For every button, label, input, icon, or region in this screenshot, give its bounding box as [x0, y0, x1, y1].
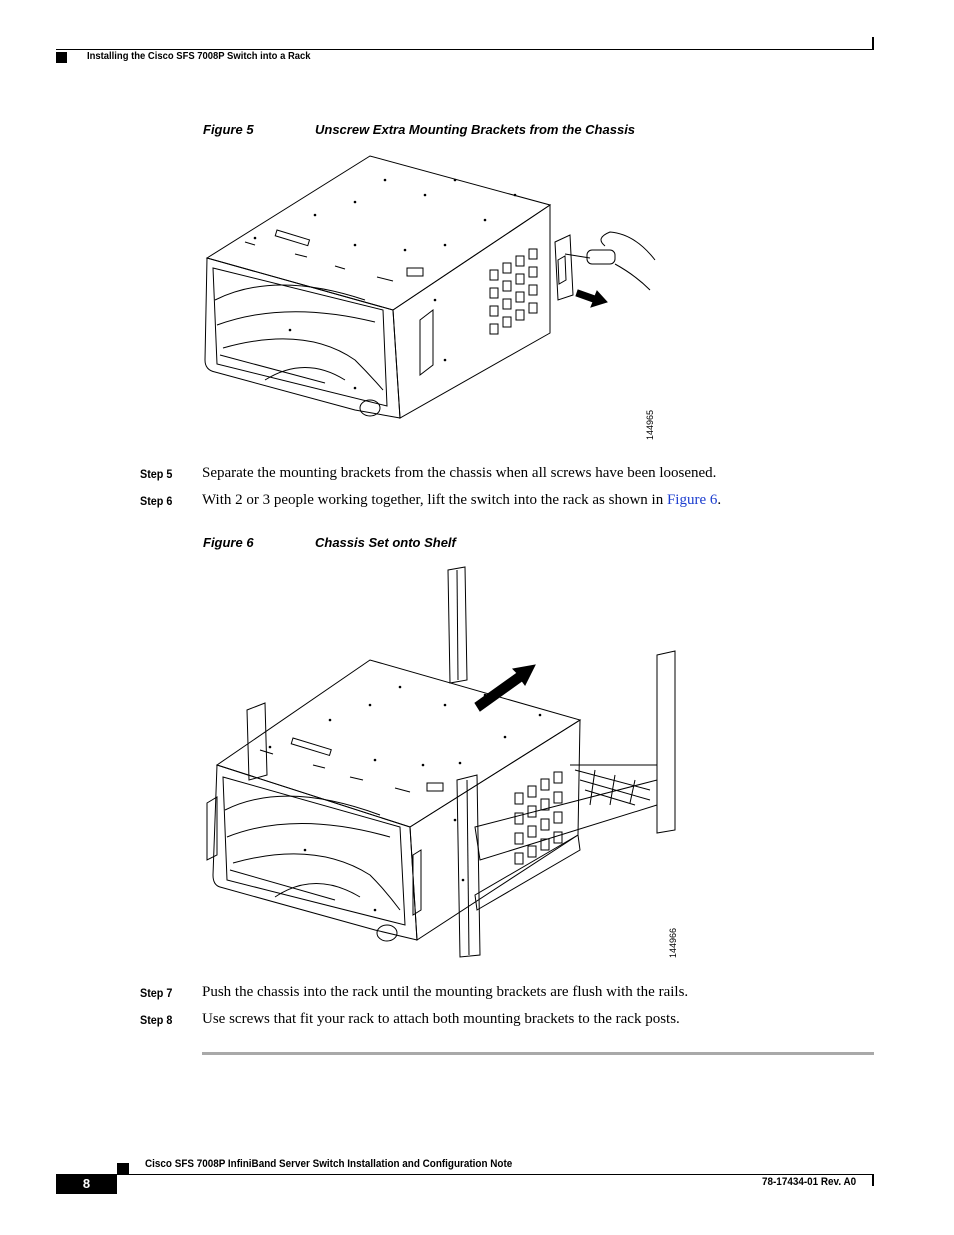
- rack-rail: [475, 835, 580, 910]
- figure-5-illustration: [195, 150, 670, 445]
- chassis-top: [217, 660, 580, 827]
- shelf: [475, 780, 657, 860]
- rack-post-left: [247, 703, 267, 780]
- step-7-text: Push the chassis into the rack until the…: [202, 984, 689, 1000]
- footer-tick: [872, 1174, 874, 1186]
- procedure-end-rule: [202, 1052, 874, 1055]
- figure-5-title: Unscrew Extra Mounting Brackets from the…: [315, 122, 636, 137]
- step-6-text: With 2 or 3 people working together, lif…: [202, 492, 722, 508]
- page-number: 8: [56, 1174, 117, 1194]
- figure-6-link[interactable]: Figure 6: [666, 492, 718, 508]
- chassis-side: [410, 720, 580, 940]
- header-rule: [56, 49, 874, 50]
- push-arrow: [475, 665, 535, 711]
- shelf-grid: [575, 770, 650, 805]
- rack-post-front: [457, 775, 480, 957]
- running-header: Installing the Cisco SFS 7008P Switch in…: [87, 50, 311, 62]
- side-vent-grid: [490, 249, 537, 334]
- side-vent-grid: [515, 772, 562, 864]
- chassis-front: [213, 765, 417, 940]
- rack-post-right: [657, 651, 675, 833]
- step-5-label: Step 5: [140, 467, 173, 481]
- step-5-text: Separate the mounting brackets from the …: [202, 465, 717, 481]
- figure-5-number: Figure 5: [203, 122, 254, 137]
- chassis-side: [393, 205, 550, 418]
- figure-6-id: 144966: [668, 927, 678, 958]
- step-8-text: Use screws that fit your rack to attach …: [202, 1011, 680, 1027]
- header-tick: [872, 37, 874, 50]
- doc-number: 78-17434-01 Rev. A0: [762, 1176, 857, 1188]
- header-block: [56, 52, 67, 63]
- footer-block: [117, 1163, 129, 1175]
- step-7-label: Step 7: [140, 986, 173, 1000]
- removal-arrow: [576, 290, 607, 307]
- mounting-bracket: [555, 235, 573, 300]
- footer-rule: [117, 1174, 874, 1175]
- step-6-label: Step 6: [140, 494, 173, 508]
- footer-doc-title: Cisco SFS 7008P InfiniBand Server Switch…: [145, 1158, 513, 1170]
- figure-6-number: Figure 6: [203, 535, 254, 550]
- figure-6-illustration: [195, 565, 685, 965]
- rack-post-back: [448, 567, 467, 683]
- figure-6-title: Chassis Set onto Shelf: [315, 535, 456, 550]
- step-8-label: Step 8: [140, 1013, 173, 1027]
- chassis-front: [205, 258, 400, 418]
- hand: [601, 232, 655, 290]
- figure-5-id: 144965: [645, 409, 655, 440]
